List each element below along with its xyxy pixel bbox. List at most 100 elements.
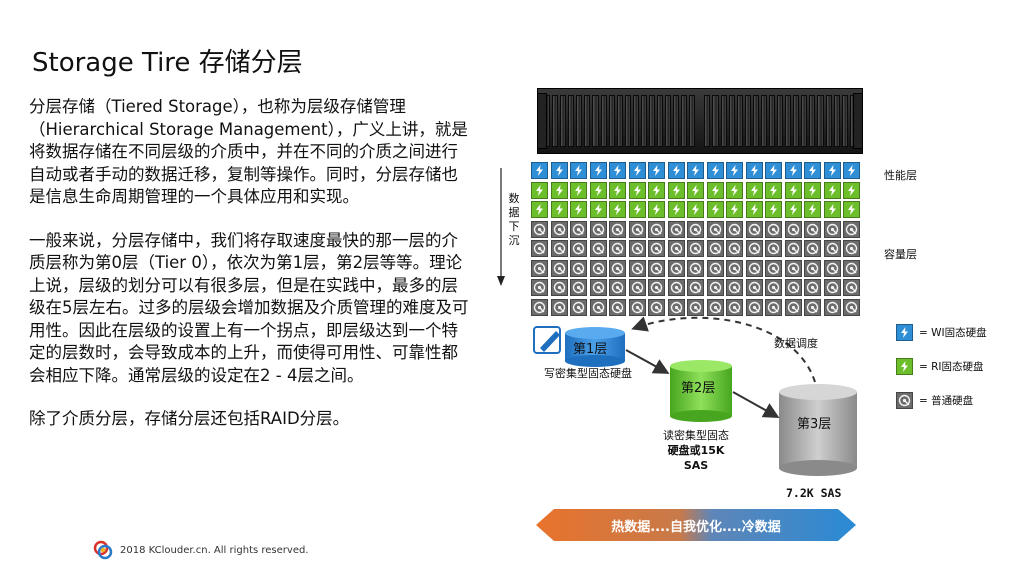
hard-disk-icon bbox=[826, 242, 838, 255]
wi-ssd-cell bbox=[804, 162, 821, 179]
hard-disk-icon bbox=[572, 262, 585, 274]
bolt-icon bbox=[575, 184, 582, 196]
hdd-cell bbox=[550, 259, 568, 277]
ri-ssd-cell bbox=[706, 201, 724, 218]
hard-disk-icon bbox=[592, 281, 604, 294]
ri-ssd-cell bbox=[726, 181, 743, 199]
bolt-icon bbox=[901, 360, 908, 372]
hard-disk-icon bbox=[611, 223, 624, 235]
bolt-icon bbox=[555, 204, 563, 215]
hdd-cell bbox=[570, 240, 587, 257]
hdd-cell bbox=[823, 259, 841, 277]
hard-disk-icon bbox=[533, 262, 546, 274]
hard-disk-icon bbox=[689, 281, 702, 294]
hdd-cell bbox=[706, 240, 724, 257]
tier2-caption-line: 读密集型固态 bbox=[663, 429, 729, 442]
hdd-cell bbox=[823, 298, 841, 316]
drive-bay bbox=[616, 95, 623, 147]
hdd-cell bbox=[745, 279, 763, 296]
hard-disk-icon bbox=[767, 262, 780, 274]
bolt-icon bbox=[809, 165, 816, 176]
hard-disk-icon bbox=[826, 262, 838, 274]
hard-disk-icon bbox=[748, 223, 760, 235]
hard-disk-icon bbox=[845, 281, 858, 294]
hard-disk-icon bbox=[767, 301, 780, 313]
hdd-cell bbox=[609, 298, 626, 316]
hdd-cell bbox=[589, 259, 607, 277]
hdd-cell bbox=[667, 259, 685, 277]
hard-disk-icon bbox=[689, 262, 702, 274]
hdd-swatch bbox=[896, 391, 913, 409]
hard-disk-icon bbox=[767, 281, 780, 294]
hard-disk-icon bbox=[611, 281, 624, 294]
hdd-cell bbox=[765, 279, 782, 296]
hard-disk-icon bbox=[709, 223, 721, 235]
hard-disk-icon bbox=[631, 281, 643, 294]
wi-ssd-cell bbox=[667, 162, 685, 179]
chassis-ear bbox=[537, 93, 547, 149]
storage-enclosure bbox=[537, 88, 863, 154]
hard-disk-icon bbox=[709, 281, 721, 294]
drive-bay bbox=[640, 95, 648, 147]
hard-disk-icon bbox=[631, 262, 643, 274]
hdd-cell bbox=[687, 259, 704, 277]
hard-disk-icon bbox=[631, 242, 643, 255]
legend-item-ri: = RI固态硬盘 bbox=[896, 357, 987, 375]
hdd-cell bbox=[804, 298, 821, 316]
hdd-cell bbox=[628, 220, 646, 238]
ri-ssd-cell bbox=[765, 181, 782, 199]
hot-cold-band bbox=[536, 509, 856, 541]
hdd-cell bbox=[550, 279, 568, 296]
hard-disk-icon bbox=[845, 223, 858, 235]
body-text: 分层存储（Tiered Storage），也称为层级存储管理（Hierarchi… bbox=[29, 96, 469, 452]
hdd-cell bbox=[765, 259, 782, 277]
hard-disk-icon bbox=[709, 262, 721, 274]
hard-disk-icon bbox=[533, 242, 546, 255]
hdd-cell bbox=[531, 298, 548, 316]
wi-ssd-cell bbox=[765, 162, 782, 179]
hard-disk-icon bbox=[592, 301, 604, 313]
bolt-icon bbox=[653, 165, 660, 176]
bolt-icon bbox=[731, 204, 738, 215]
hdd-cell bbox=[784, 240, 802, 257]
hdd-cell bbox=[648, 279, 665, 296]
hard-disk-icon bbox=[572, 223, 585, 235]
wi-ssd-cell bbox=[687, 162, 704, 179]
hdd-cell bbox=[667, 220, 685, 238]
drive-bay bbox=[689, 95, 696, 147]
bolt-icon bbox=[555, 184, 563, 196]
hard-disk-icon bbox=[689, 242, 702, 255]
data-sink-char: 下 bbox=[508, 220, 520, 233]
bolt-icon bbox=[711, 184, 719, 196]
hard-disk-icon bbox=[611, 242, 624, 255]
bolt-icon bbox=[848, 165, 855, 176]
hdd-cell bbox=[550, 240, 568, 257]
ri-ssd-cell bbox=[667, 181, 685, 199]
hard-disk-icon bbox=[553, 242, 565, 255]
hdd-cell bbox=[765, 240, 782, 257]
ri-ssd-cell bbox=[745, 201, 763, 218]
hard-disk-icon bbox=[787, 301, 799, 313]
wi-ssd-cell bbox=[550, 162, 568, 179]
hdd-cell bbox=[570, 279, 587, 296]
hard-disk-icon bbox=[748, 242, 760, 255]
hard-disk-icon bbox=[553, 281, 565, 294]
hdd-cell bbox=[648, 220, 665, 238]
hdd-cell bbox=[687, 220, 704, 238]
bolt-icon bbox=[692, 184, 699, 196]
hdd-cell bbox=[609, 259, 626, 277]
hard-disk-icon bbox=[650, 242, 663, 255]
hard-disk-icon bbox=[631, 223, 643, 235]
hdd-cell bbox=[726, 279, 743, 296]
data-sink-char: 数 bbox=[508, 192, 520, 205]
bolt-icon bbox=[633, 204, 641, 215]
hdd-cell bbox=[667, 298, 685, 316]
bolt-icon bbox=[809, 184, 816, 196]
bolt-icon bbox=[575, 165, 582, 176]
hard-disk-icon bbox=[728, 262, 741, 274]
hdd-cell bbox=[706, 220, 724, 238]
hard-disk-icon bbox=[689, 223, 702, 235]
bolt-icon bbox=[653, 184, 660, 196]
hdd-cell bbox=[804, 240, 821, 257]
drive-bay bbox=[793, 95, 800, 147]
